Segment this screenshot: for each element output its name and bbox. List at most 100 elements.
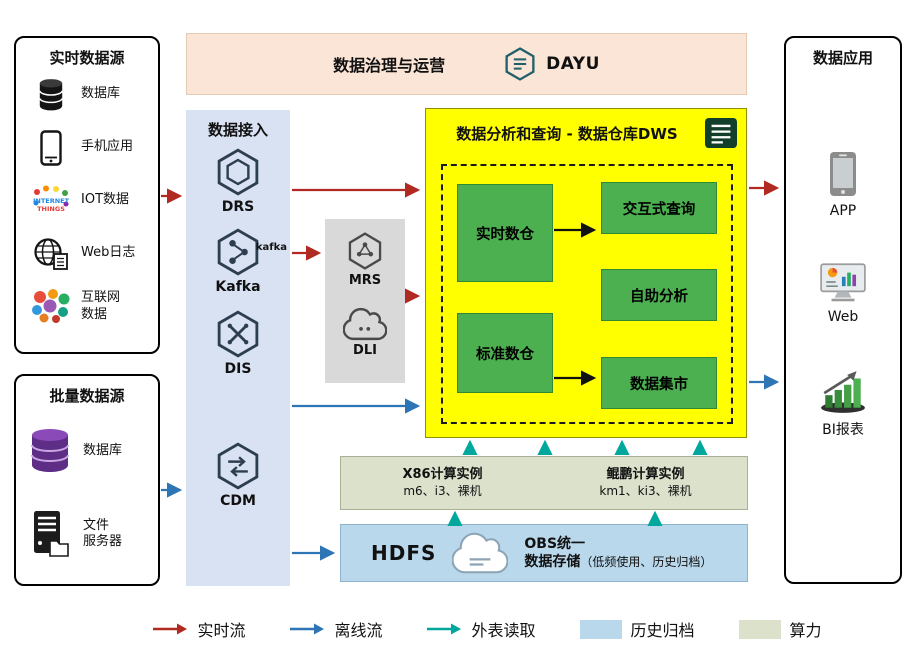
app-phone-icon xyxy=(830,152,856,196)
legend-item-archive: 历史归档 xyxy=(579,617,695,641)
dws-box-self-analysis: 自助分析 xyxy=(601,269,717,321)
bi-chart-icon xyxy=(821,371,865,413)
compute-x86-title: X86计算实例 xyxy=(402,466,483,482)
source-label-file-server: 文件 服务器 xyxy=(83,517,123,549)
source-label-iot: IOT数据 xyxy=(81,192,130,208)
batch-sources-title: 批量数据源 xyxy=(49,387,125,405)
legend-label-archive: 历史归档 xyxy=(630,621,695,640)
internet-data-icon xyxy=(30,288,72,325)
legend-arrow-external xyxy=(427,623,462,635)
ingestion-item-dis: DIS xyxy=(186,310,290,377)
panel-batch-sources: 批量数据源 数据库 文件 服务器 xyxy=(14,374,160,586)
hdfs-label: HDFS xyxy=(371,541,437,565)
web-monitor-icon xyxy=(820,263,866,302)
processing-label-dli: DLI xyxy=(353,343,377,358)
database-icon xyxy=(30,77,72,112)
source-label-database: 数据库 xyxy=(81,86,121,102)
source-item-mobile-app: 手机应用 xyxy=(16,121,158,174)
iot-logo-text-1: INTERNET xyxy=(33,197,70,205)
source-item-database: 数据库 xyxy=(16,68,158,121)
iot-icon: INTERNET THINGS xyxy=(30,184,72,218)
legend-label-compute-power: 算力 xyxy=(789,621,822,640)
obs-note: （低频使用、历史归档） xyxy=(580,555,713,569)
dli-icon xyxy=(343,307,387,341)
panel-ingestion: 数据接入 DRS kafka Kafka xyxy=(186,110,290,586)
legend-swatch-archive xyxy=(579,619,622,639)
panel-applications: 数据应用 APP Web xyxy=(784,36,902,584)
source-label-mobile-app: 手机应用 xyxy=(81,139,134,155)
compute-kunpeng-spec: km1、ki3、裸机 xyxy=(599,483,692,498)
legend-label-offline-flow: 离线流 xyxy=(334,621,383,640)
legend-item-realtime-flow: 实时流 xyxy=(152,617,245,641)
legend-swatch-compute xyxy=(738,619,781,639)
application-label-app: APP xyxy=(829,203,857,219)
globe-document-icon xyxy=(30,237,72,271)
applications-title: 数据应用 xyxy=(812,49,873,67)
cdm-icon xyxy=(217,442,259,490)
compute-kunpeng-title: 鲲鹏计算实例 xyxy=(606,466,685,482)
legend-arrow-offline xyxy=(290,623,325,635)
application-item-app: APP xyxy=(786,150,900,219)
application-label-web: Web xyxy=(827,309,859,325)
realtime-sources-title: 实时数据源 xyxy=(49,49,125,67)
compute-x86: X86计算实例 m6、i3、裸机 xyxy=(341,457,544,509)
file-server-icon xyxy=(26,509,74,559)
panel-storage: HDFS OBS统一 数据存储（低频使用、历史归档） xyxy=(340,524,748,582)
panel-governance: 数据治理与运营 DAYU xyxy=(186,33,747,95)
ingestion-label-dis: DIS xyxy=(224,361,252,377)
dws-box-data-mart: 数据集市 xyxy=(601,357,717,409)
application-item-bi: BI报表 xyxy=(786,368,900,439)
obs-text: OBS统一 数据存储（低频使用、历史归档） xyxy=(524,535,712,571)
dis-icon xyxy=(217,310,259,358)
dayu-label: DAYU xyxy=(546,54,600,74)
source-label-weblog: Web日志 xyxy=(81,245,136,261)
dayu-product: DAYU xyxy=(503,47,600,81)
obs-line1: OBS统一 xyxy=(524,535,586,552)
ingestion-item-cdm: CDM xyxy=(186,442,290,509)
kafka-logo-text: kafka xyxy=(255,242,287,253)
source-item-weblog: Web日志 xyxy=(16,227,158,280)
application-label-bi: BI报表 xyxy=(822,422,864,438)
ingestion-item-drs: DRS xyxy=(186,148,290,215)
source-item-iot: INTERNET THINGS IOT数据 xyxy=(16,174,158,227)
dayu-icon xyxy=(505,47,535,81)
source-item-file-server: 文件 服务器 xyxy=(16,490,158,578)
source-item-internet-data: 互联网 数据 xyxy=(16,280,158,333)
ingestion-label-kafka: Kafka xyxy=(215,279,261,295)
source-item-batch-database: 数据库 xyxy=(16,412,158,490)
purple-database-icon xyxy=(26,427,74,475)
obs-cloud-icon xyxy=(452,532,509,574)
panel-dws: 数据分析和查询 - 数据仓库DWS 实时数仓 标准数仓 交互式查询 自助分析 数… xyxy=(425,108,747,438)
ingestion-label-cdm: CDM xyxy=(220,493,256,509)
legend-item-external-read: 外表读取 xyxy=(426,617,536,641)
panel-realtime-sources: 实时数据源 数据库 手机应用 xyxy=(14,36,160,354)
source-label-batch-database: 数据库 xyxy=(83,442,123,458)
processing-item-mrs: MRS xyxy=(325,231,405,288)
governance-title: 数据治理与运营 xyxy=(333,56,446,75)
ingestion-label-drs: DRS xyxy=(221,199,255,215)
legend-item-compute-power: 算力 xyxy=(738,617,822,641)
panel-processing: MRS DLI xyxy=(325,219,405,383)
application-item-web: Web xyxy=(786,260,900,325)
legend: 实时流 离线流 外表读取 历史归档 算力 xyxy=(80,612,894,646)
obs-line2: 数据存储 xyxy=(524,554,581,570)
mrs-icon xyxy=(348,232,382,270)
dws-box-standard-warehouse: 标准数仓 xyxy=(457,313,553,393)
dws-inner-group xyxy=(441,164,733,424)
compute-kunpeng: 鲲鹏计算实例 km1、ki3、裸机 xyxy=(544,457,747,509)
dws-title: 数据分析和查询 - 数据仓库DWS xyxy=(456,124,678,143)
processing-item-dli: DLI xyxy=(325,307,405,358)
legend-label-realtime-flow: 实时流 xyxy=(197,621,246,640)
source-label-internet-data: 互联网 数据 xyxy=(81,290,121,322)
dws-box-realtime-warehouse: 实时数仓 xyxy=(457,184,553,282)
iot-logo-text-2: THINGS xyxy=(37,205,65,213)
processing-label-mrs: MRS xyxy=(348,273,382,288)
panel-compute: X86计算实例 m6、i3、裸机 鲲鹏计算实例 km1、ki3、裸机 xyxy=(340,456,748,510)
dws-document-icon xyxy=(705,117,737,149)
legend-item-offline-flow: 离线流 xyxy=(289,617,382,641)
kafka-icon xyxy=(217,228,259,276)
legend-label-external-read: 外表读取 xyxy=(471,621,536,640)
dws-box-interactive-query: 交互式查询 xyxy=(601,182,717,234)
compute-x86-spec: m6、i3、裸机 xyxy=(403,483,482,498)
